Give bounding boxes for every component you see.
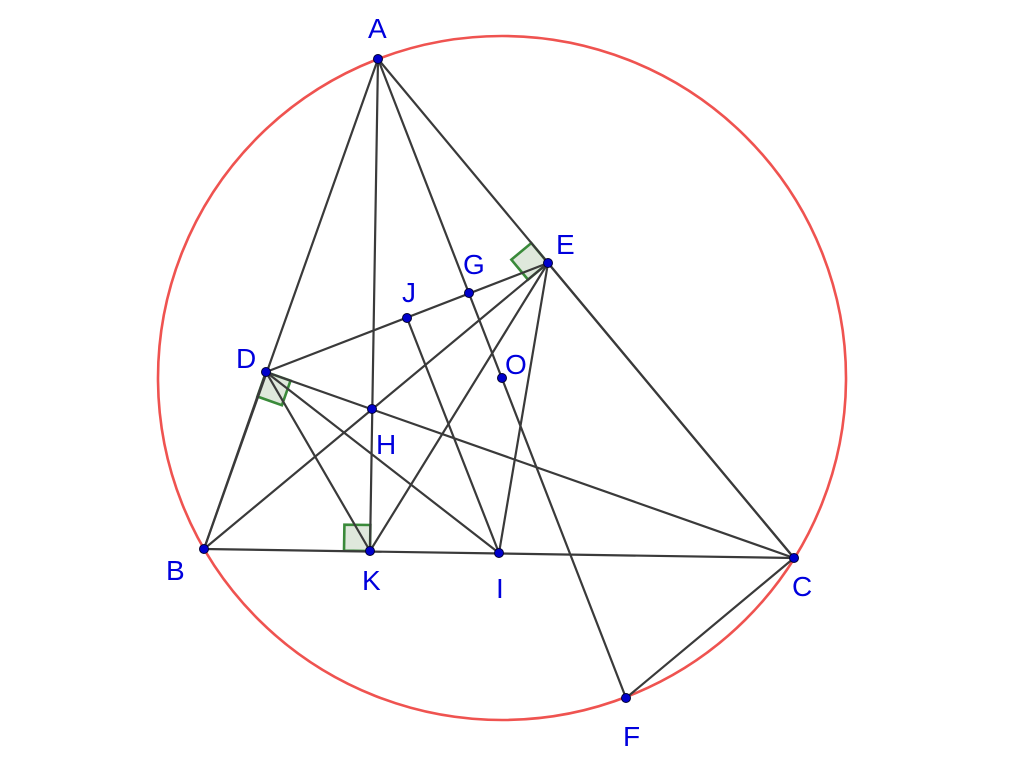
point-H xyxy=(367,404,377,414)
segment-EI xyxy=(497,261,550,555)
point-D xyxy=(261,367,271,377)
label-I: I xyxy=(496,573,504,604)
point-G xyxy=(464,288,474,298)
point-K xyxy=(365,546,375,556)
point-B xyxy=(199,544,209,554)
segment-CF xyxy=(624,556,796,700)
segment-DK xyxy=(264,370,372,553)
point-I xyxy=(494,548,504,558)
segment-DI xyxy=(264,370,501,555)
circumcircle xyxy=(156,34,848,722)
point-F xyxy=(621,693,631,703)
point-A xyxy=(373,54,383,64)
label-H: H xyxy=(376,429,396,460)
label-F: F xyxy=(623,721,640,752)
label-J: J xyxy=(402,277,416,308)
segment-AK xyxy=(368,57,380,553)
label-C: C xyxy=(792,571,812,602)
segment-EC xyxy=(546,261,796,560)
label-O: O xyxy=(505,349,527,380)
segment-JI xyxy=(405,316,501,555)
label-E: E xyxy=(556,229,575,260)
segment-EK xyxy=(368,261,550,553)
label-D: D xyxy=(236,343,256,374)
label-A: A xyxy=(368,13,387,44)
label-G: G xyxy=(463,249,485,280)
segment-DC xyxy=(264,370,796,560)
point-O xyxy=(497,373,507,383)
point-E xyxy=(543,258,553,268)
point-J xyxy=(402,313,412,323)
segment-BD xyxy=(202,370,268,551)
point-C xyxy=(789,553,799,563)
label-K: K xyxy=(362,565,381,596)
label-B: B xyxy=(166,555,185,586)
